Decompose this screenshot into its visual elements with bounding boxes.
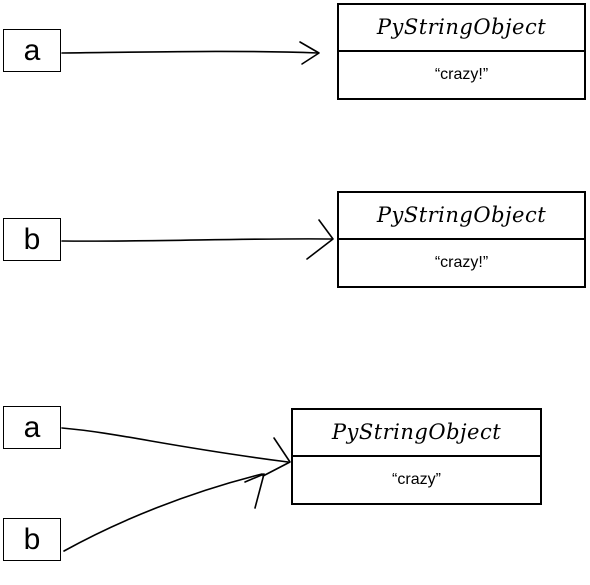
arrow-b-to-shared-object <box>63 473 263 552</box>
object-type-label: PyStringObject <box>339 5 584 52</box>
arrowhead-4 <box>244 473 265 509</box>
variable-b-label: b <box>23 222 41 256</box>
pystringobject-box-1: PyStringObject “crazy!” <box>337 3 586 100</box>
arrowhead-3 <box>262 437 291 477</box>
arrow-b-to-object-2 <box>61 238 333 242</box>
pystringobject-box-shared: PyStringObject “crazy” <box>291 408 542 505</box>
arrow-a-to-shared-object <box>61 427 289 463</box>
arrowhead-1 <box>299 41 320 65</box>
arrow-a-to-object-1 <box>61 50 319 54</box>
object-value-label: “crazy!” <box>434 65 489 83</box>
variable-a-label: a <box>23 33 41 67</box>
variable-a-box-shared: a <box>3 406 61 449</box>
object-type-label: PyStringObject <box>293 410 540 457</box>
variable-b-box: b <box>3 218 61 261</box>
object-value-label: “crazy!” <box>434 253 489 271</box>
variable-a-box: a <box>3 29 61 72</box>
pystringobject-box-2: PyStringObject “crazy!” <box>337 191 586 288</box>
variable-a-label: a <box>23 410 41 444</box>
object-value-label: “crazy” <box>392 470 441 488</box>
object-type-label: PyStringObject <box>339 193 584 240</box>
variable-b-label: b <box>23 522 41 556</box>
variable-b-box-shared: b <box>3 518 61 561</box>
arrowhead-2 <box>306 219 334 260</box>
